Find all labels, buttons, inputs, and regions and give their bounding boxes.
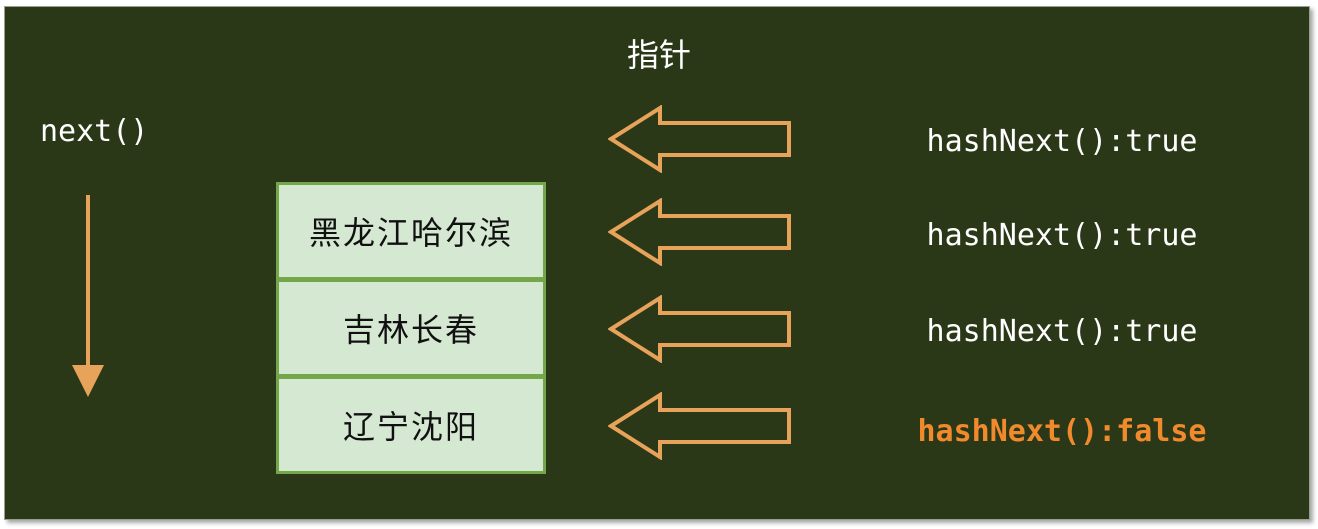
pointer-arrow-icon: [608, 392, 791, 460]
collection-stack: 黑龙江哈尔滨 吉林长春 辽宁沈阳: [276, 182, 546, 477]
collection-item: 辽宁沈阳: [276, 376, 546, 474]
collection-item: 吉林长春: [276, 279, 546, 377]
has-next-status: hashNext():true: [926, 218, 1198, 253]
has-next-status: hashNext():true: [926, 314, 1198, 349]
pointer-title: 指针: [626, 36, 691, 74]
down-arrow-icon: [72, 195, 104, 397]
collection-item: 黑龙江哈尔滨: [276, 182, 546, 280]
has-next-status: hashNext():true: [926, 124, 1198, 159]
next-method-label: next(): [40, 114, 149, 149]
pointer-arrow-icon: [608, 105, 791, 173]
has-next-status-false: hashNext():false: [917, 414, 1207, 449]
pointer-arrow-icon: [608, 295, 791, 363]
pointer-arrow-icon: [608, 198, 791, 266]
